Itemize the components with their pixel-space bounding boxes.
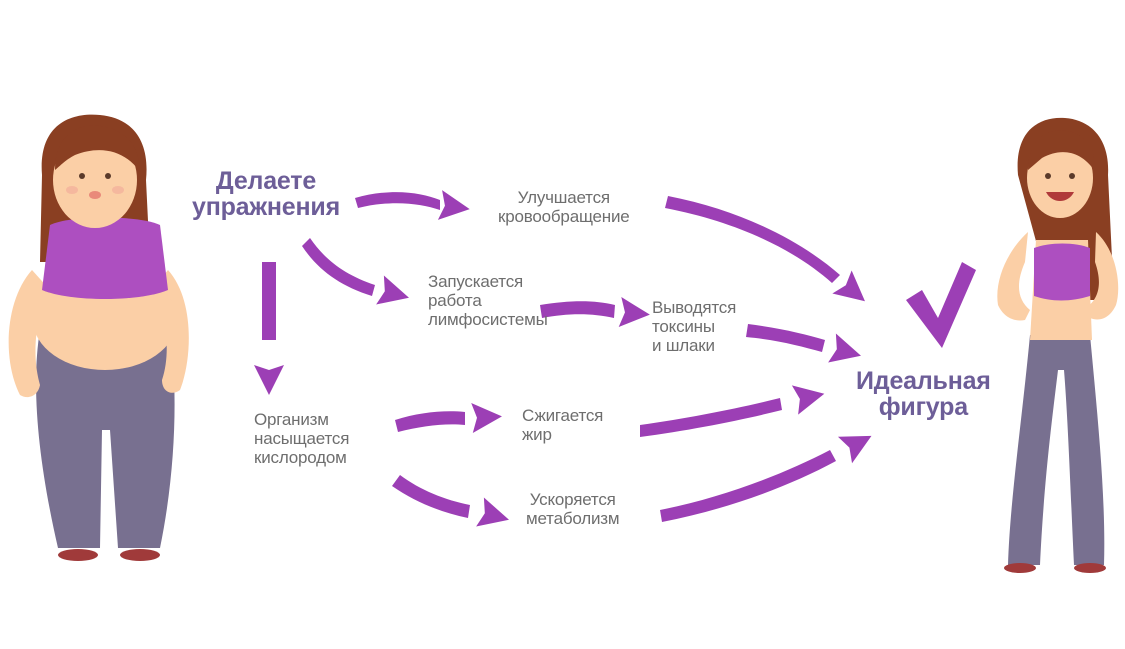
node-result: Идеальная фигура <box>856 368 991 420</box>
node-fat: Сжигается жир <box>522 406 603 444</box>
node-toxins-line-2: токсины <box>652 317 715 336</box>
node-circulation-line-2: кровообращение <box>498 207 630 226</box>
node-fat-line-1: Сжигается <box>522 406 604 425</box>
curved-arrow-icon <box>254 262 284 395</box>
node-oxygen-line-3: кислородом <box>254 448 347 467</box>
node-oxygen-line-2: насыщается <box>254 429 350 448</box>
node-toxins-line-3: и шлаки <box>652 336 715 355</box>
curved-arrow-icon <box>746 324 865 371</box>
node-fat-line-2: жир <box>522 425 552 444</box>
curved-arrow-icon <box>540 297 652 330</box>
node-circulation: Улучшается кровообращение <box>498 188 630 226</box>
after-figure <box>997 117 1119 573</box>
node-lymph-line-2: работа <box>428 291 482 310</box>
curved-arrow-icon <box>665 196 875 313</box>
before-figure <box>8 114 189 561</box>
node-lymph-line-3: лимфосистемы <box>428 310 548 329</box>
curved-arrow-icon <box>302 238 413 313</box>
curved-arrow-icon <box>660 422 879 522</box>
node-metabolism-line-1: Ускоряется <box>529 490 616 509</box>
node-metabolism-line-2: метаболизм <box>526 509 620 528</box>
node-start-line-2: упражнения <box>192 193 340 221</box>
node-lymph-line-1: Запускается <box>428 272 523 291</box>
curved-arrow-icon <box>355 190 472 225</box>
node-lymph: Запускается работа лимфосистемы <box>428 272 548 329</box>
curved-arrow-icon <box>392 475 513 535</box>
node-start-line-1: Делаете <box>215 167 317 195</box>
node-result-line-1: Идеальная <box>856 367 991 395</box>
node-result-line-2: фигура <box>878 393 968 421</box>
node-start: Делаете упражнения <box>192 168 340 220</box>
curved-arrow-icon <box>640 379 828 437</box>
node-oxygen-line-1: Организм <box>254 410 329 429</box>
node-metabolism: Ускоряется метаболизм <box>526 490 620 528</box>
curved-arrow-icon <box>395 401 503 433</box>
checkmark-icon <box>906 262 976 348</box>
node-toxins: Выводятся токсины и шлаки <box>652 298 736 355</box>
node-oxygen: Организм насыщается кислородом <box>254 410 349 467</box>
node-toxins-line-1: Выводятся <box>652 298 737 317</box>
node-circulation-line-1: Улучшается <box>517 188 610 207</box>
